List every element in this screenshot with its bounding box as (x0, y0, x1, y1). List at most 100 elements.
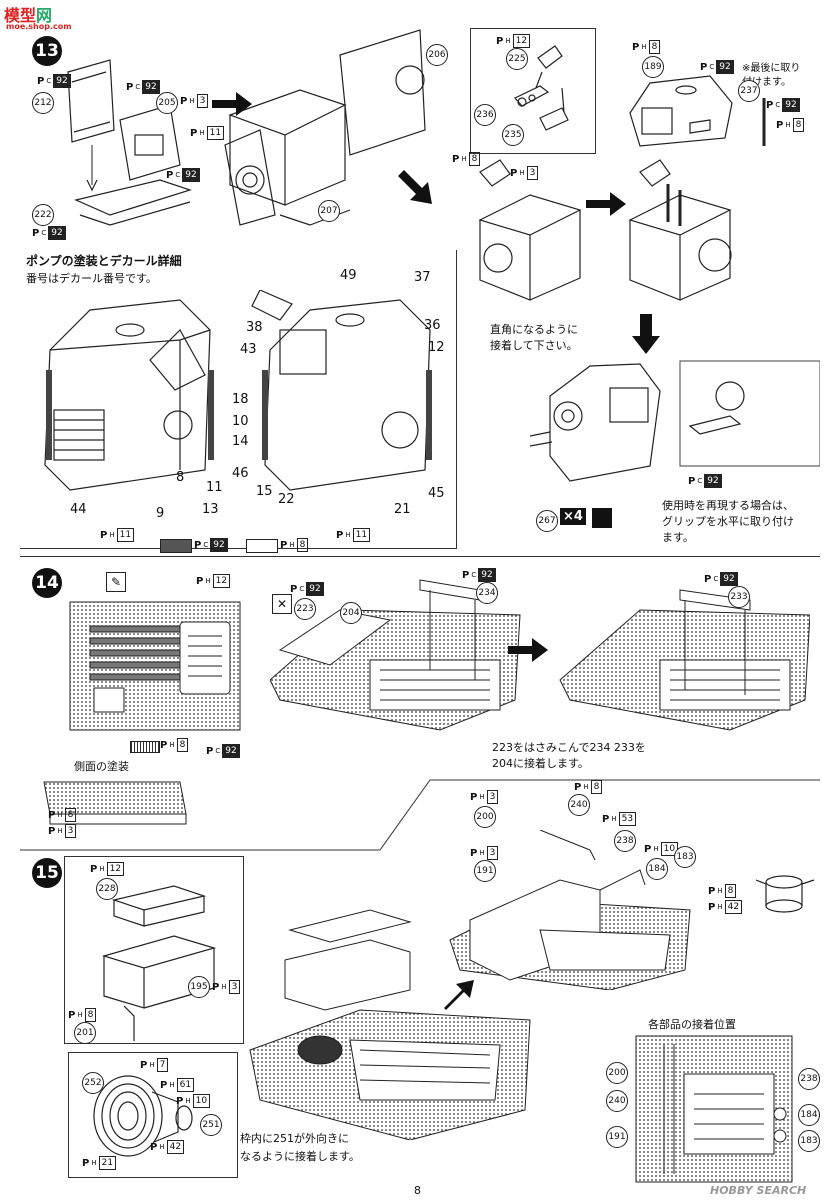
part-228: 228 (96, 878, 118, 900)
part-212: 212 (32, 92, 54, 114)
part-189: 189 (642, 56, 664, 78)
divider-14-15 (20, 779, 820, 851)
part-207: 207 (318, 200, 340, 222)
part-205: 205 (156, 92, 178, 114)
decal-11: 11 (206, 480, 223, 495)
decal-12: 12 (428, 340, 445, 355)
pump-detail-drawing (44, 290, 432, 491)
note-last-attach: ※最後に取り 付けます。 (742, 63, 801, 88)
decal-46: 46 (232, 466, 249, 481)
hose-reel-drawing (93, 1075, 193, 1157)
decal-14: 14 (232, 434, 249, 449)
legend-light-swatch (246, 539, 278, 553)
pump-cover-drawing (629, 75, 733, 147)
positions-title: 各部品の接着位置 (648, 1018, 736, 1031)
part-236: 236 (474, 104, 496, 126)
watermark-url: moe.shop.com (6, 22, 72, 31)
glue-icon (592, 508, 612, 528)
divider-13-14 (20, 556, 820, 557)
step13-subassembly-drawing (67, 29, 426, 226)
pump-final-drawing (530, 360, 820, 482)
part-183-b: 183 (798, 1130, 820, 1152)
pump-frame-assembly-drawing (478, 159, 732, 301)
side-paint-label: 側面の塗装 (74, 760, 129, 773)
decal-43: 43 (240, 342, 257, 357)
note-right-angle: 直角になるように 接着して下さい。 (490, 323, 578, 352)
pump-detail-box (20, 250, 457, 549)
step14-assembly-drawing (270, 579, 810, 731)
arrow-right-1 (212, 92, 252, 116)
step15-final-assembly-drawing (449, 830, 691, 990)
decal-9: 9 (156, 506, 165, 521)
part-251: 251 (200, 1114, 222, 1136)
part-252: 252 (82, 1072, 104, 1094)
part-237: 237 (738, 80, 760, 102)
decal-36: 36 (424, 318, 441, 333)
decal-18: 18 (232, 392, 249, 407)
arrow-right-3 (508, 638, 548, 662)
step15-base-drawing (249, 909, 531, 1140)
legend-dark-swatch (160, 539, 192, 553)
pump-detail-subtitle: 番号はデカール番号です。 (26, 272, 157, 285)
part-223: 223 (294, 598, 316, 620)
part-222: 222 (32, 204, 54, 226)
part-191-b: 191 (606, 1126, 628, 1148)
no-glue-icon: ✕ (272, 594, 292, 614)
arrow-right-2 (586, 192, 626, 216)
decal-45: 45 (428, 486, 445, 501)
note-grip: 使用時を再現する場合は、 グリップを水平に取り付け ます。 (662, 499, 794, 544)
step-13-number: 13 (32, 36, 62, 66)
part-183-a: 183 (674, 846, 696, 868)
x4-label: ×4 (560, 508, 586, 525)
decal-37: 37 (414, 270, 431, 285)
step-15-number: 15 (32, 858, 62, 888)
part-225: 225 (506, 48, 528, 70)
rod-237-drawing (762, 98, 766, 146)
page-number: 8 (414, 1184, 421, 1197)
part-240-b: 240 (606, 1090, 628, 1112)
part-204: 204 (340, 602, 362, 624)
part-206: 206 (426, 44, 448, 66)
watermark-text2: 网 (36, 6, 53, 25)
decal-15: 15 (256, 484, 273, 499)
part-238-a: 238 (614, 830, 636, 852)
part-235: 235 (502, 124, 524, 146)
decal-21: 21 (394, 502, 411, 517)
part-184-a: 184 (646, 858, 668, 880)
decal-22: 22 (278, 492, 295, 507)
decal-8: 8 (176, 470, 185, 485)
pump-detail-title: ポンプの塗装とデカール詳細 (26, 254, 182, 268)
part-200-a: 200 (474, 806, 496, 828)
part-234: 234 (476, 582, 498, 604)
part-195: 195 (188, 976, 210, 998)
decal-13: 13 (202, 502, 219, 517)
arrow-diagonal (398, 170, 432, 204)
part-184-b: 184 (798, 1104, 820, 1126)
